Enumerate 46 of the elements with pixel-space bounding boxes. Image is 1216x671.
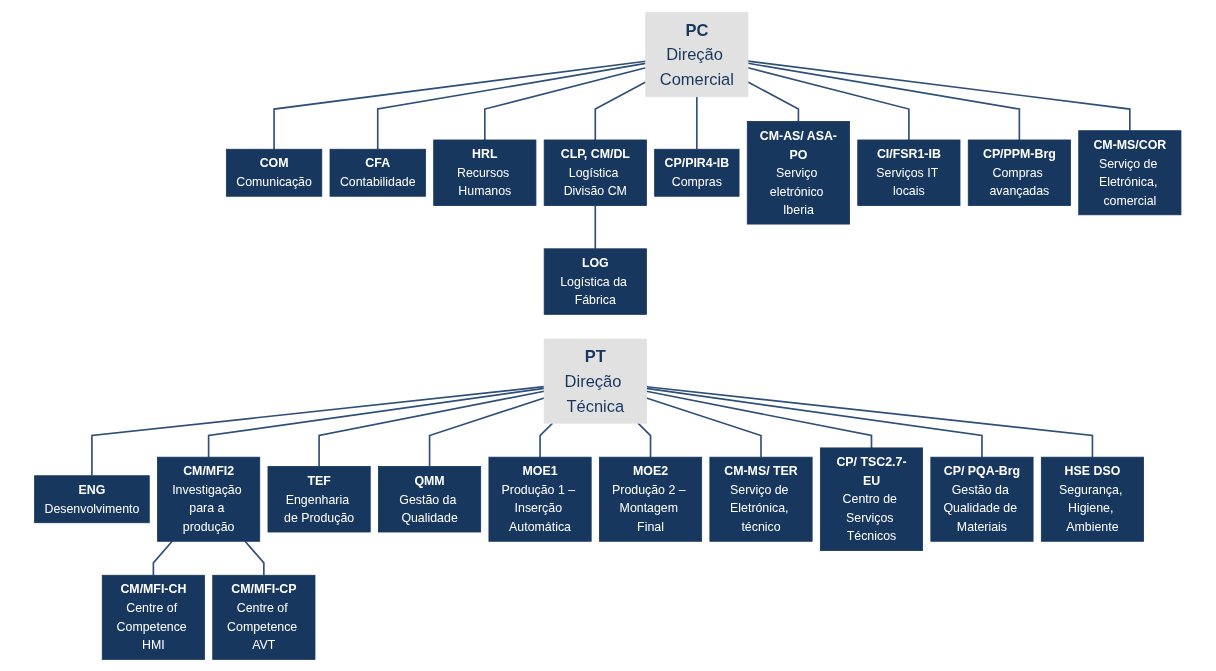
connector [208, 387, 546, 458]
connector [318, 389, 546, 467]
node-box: CM-MS/COR Serviço de Eletrónica, comercial [1078, 129, 1182, 215]
node-box: MOE2 Produção 2 – Montagem Final [599, 456, 703, 542]
connector [377, 62, 647, 150]
node-box: HSE DSO Segurança, Higiene, Ambiente [1041, 456, 1145, 542]
connector [637, 421, 652, 458]
node-box: ENG Desenvolvimento [34, 474, 150, 523]
node-box: LOG Logística da Fábrica [544, 247, 648, 315]
connector [594, 80, 647, 141]
connector [747, 61, 1021, 141]
connector [91, 385, 546, 477]
connector [539, 421, 554, 458]
node-box: HRL Recursos Humanos [433, 139, 537, 206]
node-box: CLP, CM/DL Logística Divisão CM [544, 139, 648, 206]
connector [152, 539, 174, 576]
node-box: CM/MFI2 Investigação para a produção [157, 456, 261, 542]
node-box: COM Comunicação [226, 148, 323, 197]
node-box: CP/PIR4-IB Compras [654, 148, 740, 197]
node-box: TEF Engenharia de Produção [267, 465, 371, 532]
node-box: CM-AS/ ASA-PO Serviço eletrónico Iberia [747, 120, 851, 224]
node-box: CP/PPM-Brg Compras avançadas [968, 139, 1072, 206]
node-box: CM-MS/ TER Serviço de Eletrónica, técnico [709, 456, 813, 542]
connector [747, 66, 910, 141]
connector [244, 539, 265, 576]
node-box: CP/ TSC2.7-EU Centro de Serviços Técnicos [820, 447, 924, 551]
node-box: PC Direção Comercial [645, 11, 749, 97]
node-box: CI/FSR1-IB Serviços IT locais [857, 139, 961, 206]
connector [696, 95, 698, 150]
connector [645, 387, 983, 458]
node-box: CFA Contabilidade [329, 148, 427, 197]
node-box: CM/MFI-CP Centre of Competence AVT [212, 574, 316, 660]
connector [484, 66, 647, 141]
node-box: CM/MFI-CH Centre of Competence HMI [102, 574, 206, 660]
connector [645, 389, 873, 449]
connector [747, 80, 800, 122]
connector [428, 396, 546, 467]
node-box: QMM Gestão da Qualidade [378, 465, 482, 532]
connector [273, 59, 647, 150]
connector [645, 396, 763, 458]
node-box: PT Direção Técnica [544, 338, 648, 424]
connector [747, 59, 1131, 132]
connector [645, 385, 1094, 458]
node-box: CP/ PQA-Brg Gestão da Qualidade de Materiais [930, 456, 1034, 542]
connector [594, 204, 597, 250]
node-box: MOE1 Produção 1 – Inserção Automática [488, 456, 592, 542]
